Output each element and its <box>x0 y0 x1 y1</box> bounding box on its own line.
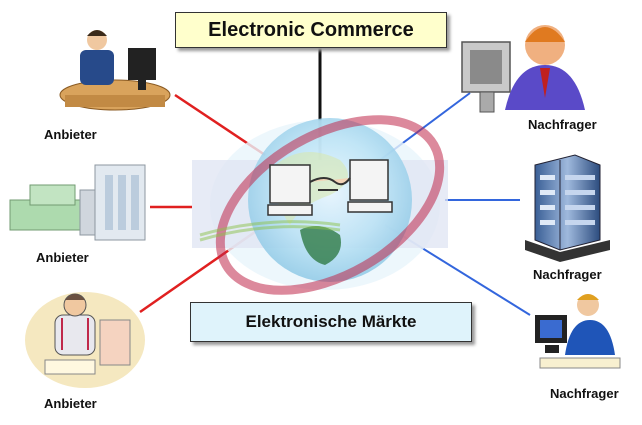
person-writing-icon <box>25 292 145 388</box>
demander-label-3: Nachfrager <box>550 386 619 401</box>
provider-label-1: Anbieter <box>44 127 97 142</box>
handshake-computers-icon <box>267 159 393 216</box>
provider-label-2: Anbieter <box>36 250 89 265</box>
provider-label-3: Anbieter <box>44 396 97 411</box>
person-at-desk-icon <box>59 30 171 111</box>
demander-label-2: Nachfrager <box>533 267 602 282</box>
demander-label-1: Nachfrager <box>528 117 597 132</box>
person-at-computer-icon <box>535 294 621 369</box>
market-globe-icon <box>192 115 448 295</box>
person-with-monitor-icon <box>461 25 585 113</box>
electronic-commerce-title: Electronic Commerce <box>175 12 447 48</box>
office-building-icon <box>525 154 610 262</box>
electronic-markets-label: Elektronische Märkte <box>190 302 472 342</box>
factory-buildings-icon <box>9 164 146 241</box>
